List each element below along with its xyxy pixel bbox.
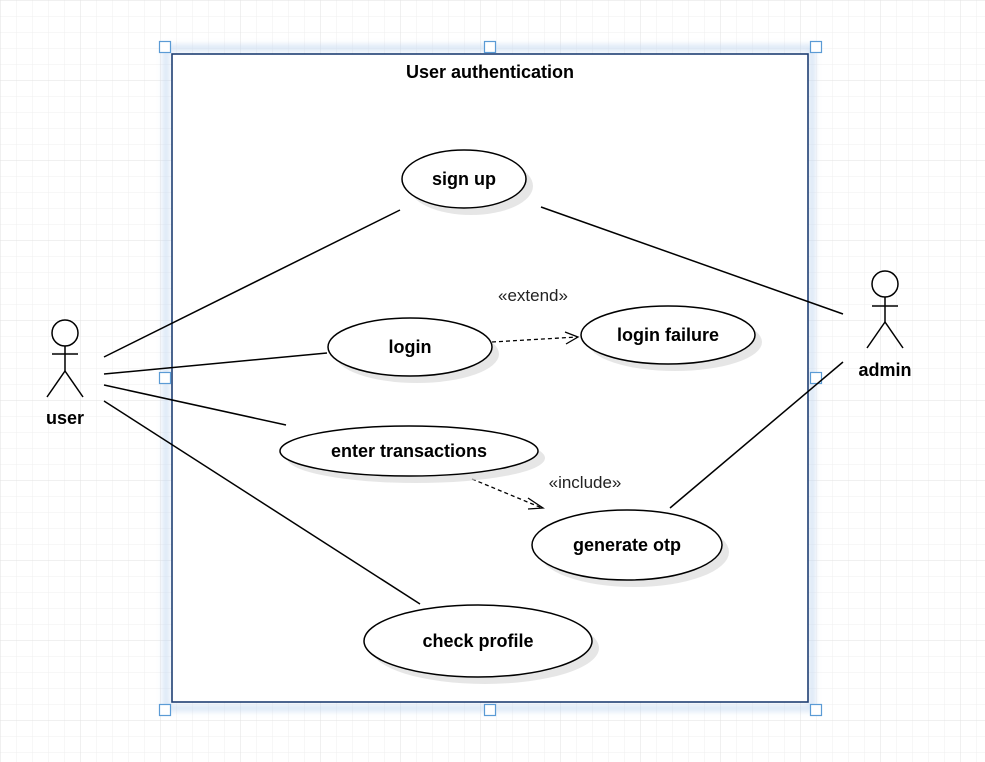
- use-case-label: sign up: [432, 169, 496, 189]
- dependency-extend[interactable]: «extend»: [491, 286, 580, 345]
- resize-handle-middle-left[interactable]: [158, 371, 172, 385]
- resize-handle-bottom-right[interactable]: [809, 703, 823, 717]
- resize-handle-top-right[interactable]: [809, 40, 823, 54]
- use-case-label: login: [389, 337, 432, 357]
- stick-figure-icon: [866, 270, 904, 349]
- association-user-login[interactable]: [103, 352, 328, 375]
- actor-user[interactable]: user: [46, 319, 84, 428]
- association-lines: [103, 206, 844, 605]
- actor-label: user: [46, 408, 84, 428]
- association-admin-sign-up[interactable]: [540, 206, 844, 315]
- extend-arrow-head: [564, 331, 580, 345]
- stick-figure-icon: [46, 319, 84, 398]
- include-arrow-line: [471, 478, 543, 509]
- resize-handle-bottom-center[interactable]: [483, 703, 497, 717]
- resize-handle-top-left[interactable]: [158, 40, 172, 54]
- use-case-generate-otp[interactable]: generate otp: [531, 509, 729, 587]
- resize-handle-middle-right[interactable]: [809, 371, 823, 385]
- use-case-login[interactable]: login: [327, 317, 499, 383]
- actor-admin[interactable]: admin: [858, 270, 912, 380]
- dependency-include[interactable]: «include»: [471, 473, 622, 510]
- resize-handle-bottom-left[interactable]: [158, 703, 172, 717]
- use-case-label: generate otp: [573, 535, 681, 555]
- extend-stereotype-label: «extend»: [498, 286, 568, 305]
- system-boundary-title: User authentication: [406, 62, 574, 82]
- use-case-label: check profile: [422, 631, 533, 651]
- use-case-check-profile[interactable]: check profile: [363, 604, 599, 684]
- use-case-label: login failure: [617, 325, 719, 345]
- selection-handles[interactable]: [158, 40, 823, 717]
- include-stereotype-label: «include»: [549, 473, 622, 492]
- actor-label: admin: [858, 360, 911, 380]
- association-user-check-profile[interactable]: [103, 400, 421, 605]
- use-case-login-failure[interactable]: login failure: [580, 305, 762, 371]
- association-admin-generate-otp[interactable]: [669, 361, 844, 509]
- use-case-label: enter transactions: [331, 441, 487, 461]
- association-user-sign-up[interactable]: [103, 209, 401, 358]
- use-case-enter-transactions[interactable]: enter transactions: [279, 425, 545, 483]
- extend-arrow-line: [491, 336, 578, 343]
- include-arrow-head: [527, 497, 545, 510]
- use-case-sign-up[interactable]: sign up: [401, 149, 533, 215]
- resize-handle-top-center[interactable]: [483, 40, 497, 54]
- association-user-enter-transactions[interactable]: [103, 384, 287, 426]
